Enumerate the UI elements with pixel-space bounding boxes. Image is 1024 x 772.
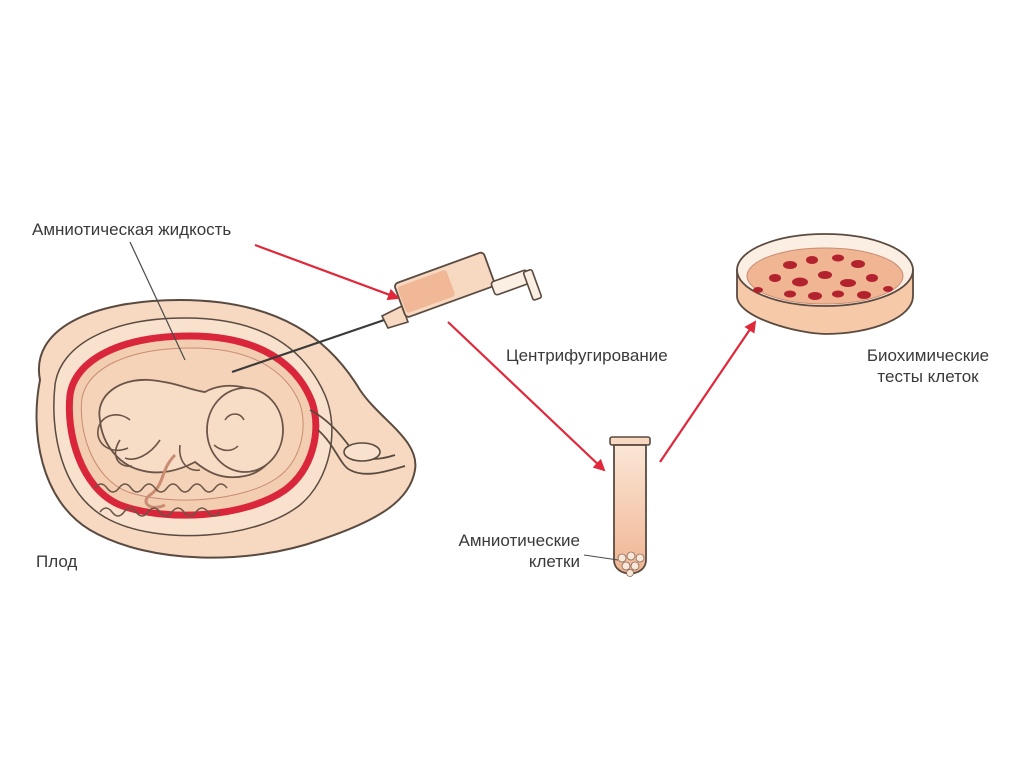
arrow-syringe-to-tube xyxy=(447,321,606,472)
syringe-tip xyxy=(380,304,410,329)
flow-arrows xyxy=(254,243,757,472)
label-fetus: Плод xyxy=(36,552,78,571)
label-amniotic-cells: Амниотические клетки xyxy=(400,530,580,572)
label-centrifugation: Центрифугирование xyxy=(506,346,668,365)
arrow-tube-to-dish xyxy=(659,320,757,463)
label-biochemical-tests-line1: Биохимические xyxy=(866,346,990,365)
arrow-fluid-to-syringe xyxy=(254,243,400,301)
uterus-with-fetus xyxy=(35,241,417,559)
umbilical-cord xyxy=(144,453,177,509)
syringe xyxy=(231,251,543,374)
placenta xyxy=(94,483,228,493)
label-biochemical-tests-line2: тесты клеток xyxy=(877,367,979,386)
petri-dish xyxy=(736,233,914,335)
label-biochemical-tests: Биохимические тесты клеток xyxy=(838,345,1018,387)
label-amniotic-cells-line1: Амниотические xyxy=(458,531,580,550)
label-amniotic-cells-line2: клетки xyxy=(528,552,580,571)
label-amniotic-fluid: Амниотическая жидкость xyxy=(32,220,232,239)
tube-rim xyxy=(609,436,651,446)
cells-leader-line xyxy=(583,554,619,561)
needle xyxy=(231,316,391,374)
syringe-fluid xyxy=(397,270,455,313)
plunger-handle xyxy=(522,268,543,301)
cell-colonies xyxy=(753,254,893,300)
fluid-leader-line xyxy=(129,241,186,361)
cell-pellet xyxy=(617,551,645,577)
test-tube xyxy=(583,436,651,577)
fetus-head xyxy=(206,387,284,473)
